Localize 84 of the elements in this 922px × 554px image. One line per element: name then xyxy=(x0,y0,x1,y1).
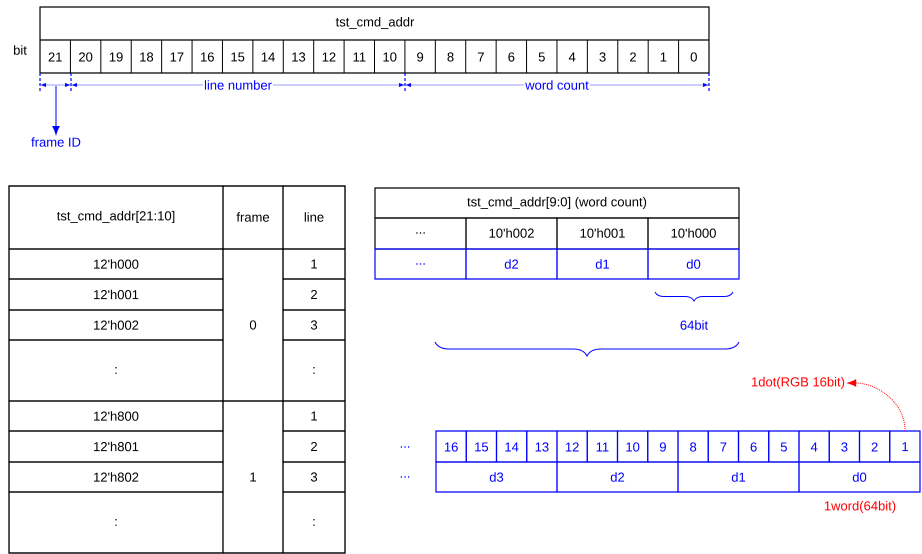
dot-number: 11 xyxy=(596,442,608,452)
line-value: 2 xyxy=(311,290,317,300)
dot-number: 10 xyxy=(626,442,640,452)
bit-number: 18 xyxy=(140,52,154,62)
bit-number: 2 xyxy=(630,52,636,62)
address-value: 12'h802 xyxy=(94,472,138,482)
bit-number: 17 xyxy=(170,52,184,62)
line-value: 2 xyxy=(311,442,317,452)
ellipsis: : xyxy=(115,519,117,526)
size-label: 1word(64bit) xyxy=(824,500,896,514)
dot-number: 8 xyxy=(690,442,696,452)
dot-number: 16 xyxy=(444,442,458,452)
dot-number: 12 xyxy=(566,442,579,452)
dot-number: 9 xyxy=(660,442,666,452)
table-title: tst_cmd_addr[9:0] (word count) xyxy=(467,196,646,210)
dot-number: 5 xyxy=(780,442,787,452)
dot-number: 6 xyxy=(750,442,757,452)
bit-number: 9 xyxy=(417,52,424,62)
arrow xyxy=(52,86,60,135)
ellipsis: : xyxy=(313,367,315,374)
bit-number: 19 xyxy=(110,52,123,62)
data-word: d3 xyxy=(490,472,504,482)
dot-number: 13 xyxy=(536,442,549,452)
data-word: d2 xyxy=(504,259,518,269)
bit-number: 3 xyxy=(599,52,606,62)
dot-number: 15 xyxy=(475,442,488,452)
frame-value: 0 xyxy=(250,320,256,330)
data-word: d1 xyxy=(732,472,746,482)
bit-number: 21 xyxy=(48,52,62,62)
dot-number: 4 xyxy=(810,442,818,452)
bit-number: 8 xyxy=(447,52,454,62)
address-value: 12'h800 xyxy=(94,411,138,421)
column-header: frame xyxy=(236,212,270,222)
row-label: bit xyxy=(14,45,27,55)
bit-number: 11 xyxy=(354,52,366,62)
data-word: d2 xyxy=(610,472,624,482)
dot-number: 3 xyxy=(841,442,848,452)
address-value: 10'h001 xyxy=(580,228,625,238)
data-word: d0 xyxy=(852,472,866,482)
bit-number: 10 xyxy=(383,52,396,62)
arrow xyxy=(848,379,906,432)
dot-number: 7 xyxy=(720,442,726,452)
ellipsis: ... xyxy=(416,263,425,265)
address-value: 12'h000 xyxy=(94,259,138,269)
address-value: 10'h002 xyxy=(490,228,534,238)
address-value: 12'h801 xyxy=(94,442,138,452)
data-word: d0 xyxy=(686,259,700,269)
bit-number: 12 xyxy=(322,52,336,62)
bit-number: 16 xyxy=(201,52,214,62)
bit-number: 6 xyxy=(508,52,514,62)
ellipsis: : xyxy=(313,519,315,526)
ellipsis: ... xyxy=(416,232,425,234)
line-value: 3 xyxy=(310,320,318,330)
frame-value: 1 xyxy=(250,472,256,482)
bit-number: 7 xyxy=(478,52,484,62)
bit-number: 1 xyxy=(660,52,666,62)
column-header: line xyxy=(304,212,324,222)
dot-number: 14 xyxy=(505,442,518,452)
column-header: tst_cmd_addr[21:10] xyxy=(56,210,174,224)
bit-number: 4 xyxy=(568,52,576,62)
bit-number: 20 xyxy=(79,52,92,62)
address-value: 10'h000 xyxy=(672,228,716,238)
field-label: line number xyxy=(203,79,273,91)
bit-number: 13 xyxy=(292,52,306,62)
bit-number: 15 xyxy=(231,52,244,62)
annotation-text: 1dot(RGB 16bit) xyxy=(752,376,844,390)
data-word: d1 xyxy=(596,259,610,269)
register-title: tst_cmd_addr xyxy=(336,16,414,29)
line-value: 3 xyxy=(310,472,318,482)
line-value: 1 xyxy=(311,412,317,420)
field-label: word count xyxy=(524,79,590,91)
annotation-text: frame ID xyxy=(31,137,80,147)
bit-number: 14 xyxy=(262,52,275,62)
bit-number: 5 xyxy=(538,52,545,62)
dot-number: 1 xyxy=(902,442,908,452)
line-value: 1 xyxy=(311,260,317,268)
bit-number: 0 xyxy=(690,52,697,62)
address-value: 12'h001 xyxy=(94,290,138,300)
ellipsis: ... xyxy=(400,446,410,448)
ellipsis: ... xyxy=(400,476,410,478)
dot-number: 2 xyxy=(872,442,878,452)
size-label: 64bit xyxy=(680,320,708,330)
address-value: 12'h002 xyxy=(94,320,138,330)
ellipsis: : xyxy=(115,367,117,374)
